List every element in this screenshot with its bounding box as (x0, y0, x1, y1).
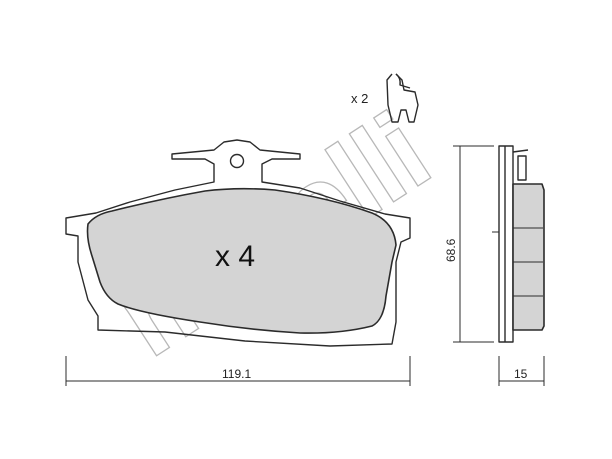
backing-plate (65, 139, 411, 347)
side-backing-plate (498, 145, 514, 343)
wear-clip-hook (395, 73, 411, 89)
side-friction-block (512, 183, 545, 331)
wear-clip-icon (386, 73, 419, 123)
side-clip-top (512, 149, 529, 153)
thickness-dimension-label: 15 (514, 367, 528, 381)
friction-material (86, 187, 397, 334)
mounting-hole (229, 153, 245, 169)
pad-quantity-label: x 4 (215, 240, 255, 273)
clip-quantity-label: x 2 (351, 91, 368, 106)
height-dimension-label: 68.6 (444, 238, 458, 262)
width-dimension-label: 119.1 (222, 367, 251, 381)
side-clip-body (517, 155, 527, 181)
